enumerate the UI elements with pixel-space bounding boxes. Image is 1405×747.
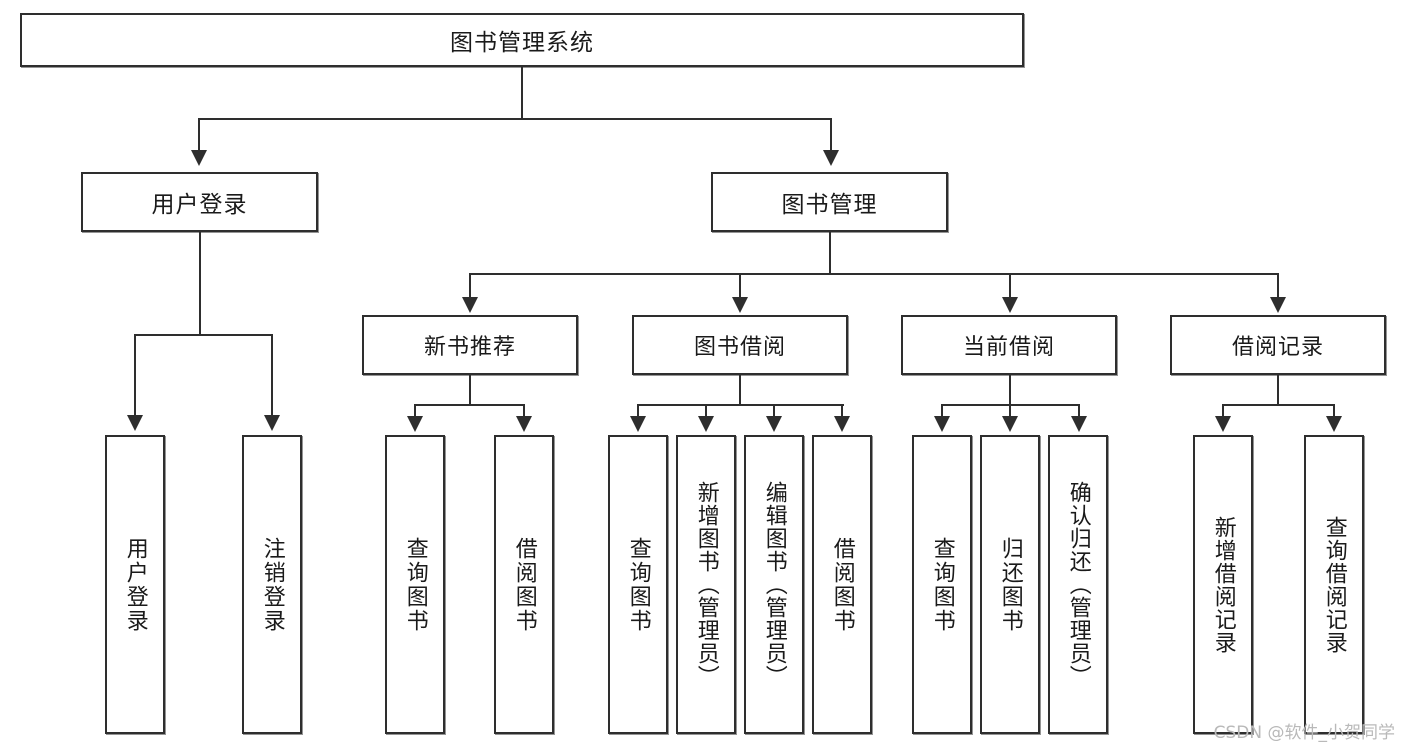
arrow-current-borrow-child1 bbox=[934, 416, 950, 432]
arrow-borrow-records-child2 bbox=[1326, 416, 1342, 432]
node-new-book-recommend[interactable]: 新书推荐 bbox=[362, 315, 578, 375]
leaf-user-login-logout[interactable]: 注销登录 bbox=[242, 435, 302, 734]
leaf-book-borrow-edit-book-admin[interactable]: 编辑图书（管理员） bbox=[744, 435, 804, 734]
node-book-borrow[interactable]: 图书借阅 bbox=[632, 315, 848, 375]
leaf-current-borrow-return-books[interactable]: 归还图书 bbox=[980, 435, 1040, 734]
arrow-new-book-child2 bbox=[516, 416, 532, 432]
connector-book-borrow-bar bbox=[637, 404, 844, 406]
leaf-book-borrow-borrow-books[interactable]: 借阅图书 bbox=[812, 435, 872, 734]
connector-to-book-borrow bbox=[739, 273, 741, 299]
connector-borrow-records-bar bbox=[1222, 404, 1335, 406]
connector-new-book-bar bbox=[414, 404, 525, 406]
arrow-current-borrow-child2 bbox=[1002, 416, 1018, 432]
arrow-to-new-book-recommend bbox=[462, 297, 478, 313]
leaf-label: 注销登录 bbox=[259, 536, 285, 633]
leaf-borrow-records-query-record[interactable]: 查询借阅记录 bbox=[1304, 435, 1364, 734]
arrow-new-book-child1 bbox=[407, 416, 423, 432]
node-root-book-management-system[interactable]: 图书管理系统 bbox=[20, 13, 1024, 67]
leaf-current-borrow-confirm-return-admin[interactable]: 确认归还（管理员） bbox=[1048, 435, 1108, 734]
leaf-label: 查询借阅记录 bbox=[1321, 515, 1347, 654]
leaf-label: 用户登录 bbox=[122, 536, 148, 633]
arrow-current-borrow-child3 bbox=[1071, 416, 1087, 432]
leaf-label: 借阅图书 bbox=[511, 536, 537, 633]
connector-to-book-management bbox=[830, 118, 832, 152]
arrow-borrow-records-child1 bbox=[1215, 416, 1231, 432]
connector-new-book-child2 bbox=[523, 404, 525, 418]
connector-book-borrow-stem bbox=[739, 375, 741, 405]
leaf-label: 查询图书 bbox=[402, 536, 428, 633]
connector-book-borrow-child3 bbox=[773, 404, 775, 418]
leaf-user-login-login[interactable]: 用户登录 bbox=[105, 435, 165, 734]
arrow-book-borrow-child3 bbox=[766, 416, 782, 432]
connector-book-borrow-child1 bbox=[637, 404, 639, 418]
leaf-book-borrow-query-books[interactable]: 查询图书 bbox=[608, 435, 668, 734]
leaf-label: 归还图书 bbox=[997, 536, 1023, 633]
arrow-to-borrow-records bbox=[1270, 297, 1286, 313]
leaf-label: 新增图书（管理员） bbox=[693, 481, 719, 688]
connector-to-current-borrow bbox=[1009, 273, 1011, 299]
arrow-to-current-borrow bbox=[1002, 297, 1018, 313]
connector-level3-bar bbox=[469, 273, 1278, 275]
arrow-user-login-child1 bbox=[127, 415, 143, 431]
arrow-book-borrow-child1 bbox=[630, 416, 646, 432]
leaf-label: 编辑图书（管理员） bbox=[761, 481, 787, 688]
node-current-borrow[interactable]: 当前借阅 bbox=[901, 315, 1117, 375]
connector-new-book-stem bbox=[469, 375, 471, 405]
leaf-borrow-records-add-record[interactable]: 新增借阅记录 bbox=[1193, 435, 1253, 734]
connector-borrow-records-child2 bbox=[1333, 404, 1335, 418]
leaf-new-book-query-books[interactable]: 查询图书 bbox=[385, 435, 445, 734]
leaf-label: 借阅图书 bbox=[829, 536, 855, 633]
connector-current-borrow-stem bbox=[1009, 375, 1011, 405]
connector-level2-bar bbox=[198, 118, 832, 120]
connector-book-borrow-child4 bbox=[841, 404, 843, 418]
node-book-management[interactable]: 图书管理 bbox=[711, 172, 948, 232]
connector-root-stem bbox=[521, 67, 523, 119]
connector-user-login-bar bbox=[134, 334, 272, 336]
connector-borrow-records-stem bbox=[1277, 375, 1279, 405]
connector-book-management-stem bbox=[829, 232, 831, 274]
node-borrow-records[interactable]: 借阅记录 bbox=[1170, 315, 1386, 375]
connector-new-book-child1 bbox=[414, 404, 416, 418]
arrow-to-user-login bbox=[191, 150, 207, 166]
connector-to-borrow-records bbox=[1277, 273, 1279, 299]
leaf-new-book-borrow-books[interactable]: 借阅图书 bbox=[494, 435, 554, 734]
arrow-book-borrow-child4 bbox=[834, 416, 850, 432]
connector-to-new-book-recommend bbox=[469, 273, 471, 299]
connector-user-login-stem bbox=[199, 232, 201, 335]
arrow-book-borrow-child2 bbox=[698, 416, 714, 432]
arrow-to-book-borrow bbox=[732, 297, 748, 313]
connector-borrow-records-child1 bbox=[1222, 404, 1224, 418]
connector-current-borrow-child2 bbox=[1009, 404, 1011, 418]
connector-book-borrow-child2 bbox=[705, 404, 707, 418]
connector-user-login-child1 bbox=[134, 334, 136, 417]
connector-to-user-login bbox=[198, 118, 200, 152]
connector-user-login-child2 bbox=[271, 334, 273, 417]
arrow-to-book-management bbox=[823, 150, 839, 166]
leaf-label: 确认归还（管理员） bbox=[1065, 481, 1091, 688]
connector-current-borrow-child1 bbox=[941, 404, 943, 418]
node-user-login[interactable]: 用户登录 bbox=[81, 172, 318, 232]
leaf-label: 新增借阅记录 bbox=[1210, 515, 1236, 654]
leaf-book-borrow-add-book-admin[interactable]: 新增图书（管理员） bbox=[676, 435, 736, 734]
leaf-current-borrow-query-books[interactable]: 查询图书 bbox=[912, 435, 972, 734]
connector-current-borrow-child3 bbox=[1078, 404, 1080, 418]
leaf-label: 查询图书 bbox=[929, 536, 955, 633]
arrow-user-login-child2 bbox=[264, 415, 280, 431]
leaf-label: 查询图书 bbox=[625, 536, 651, 633]
